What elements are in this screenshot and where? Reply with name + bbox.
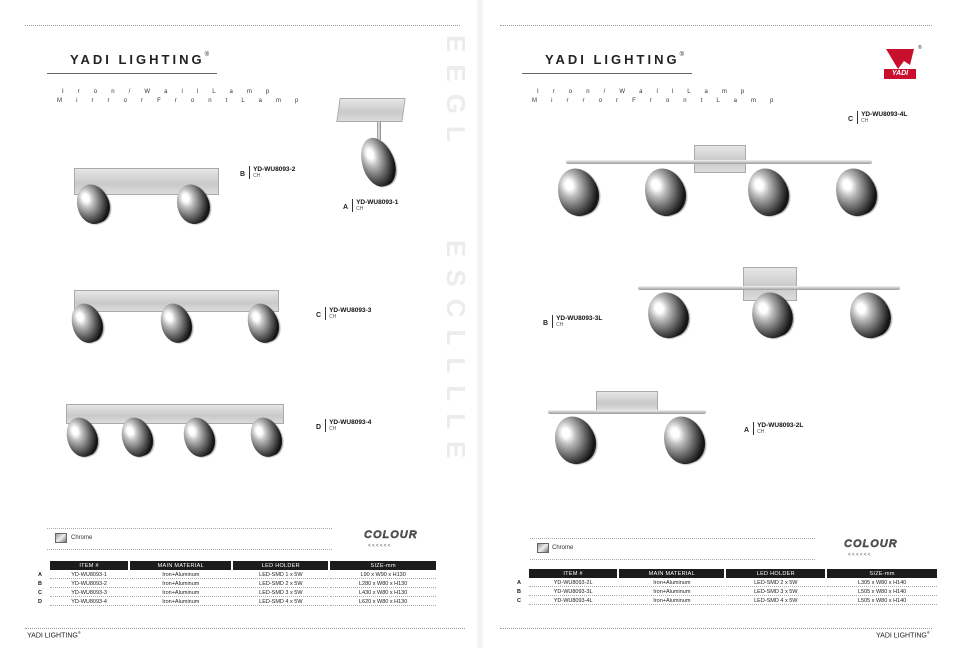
colour-row-right <box>530 538 815 560</box>
spec-header-size-right: SIZE-mm <box>827 569 937 578</box>
yadi-logo: YADI ® <box>880 45 922 85</box>
spec-table-left: ITEM # MAIN MATERIAL LED HOLDER SIZE-mm … <box>36 560 438 607</box>
product-a-letter: A <box>343 204 349 211</box>
table-row: A YD-WU8093-2L Iron+Aluminum LED-SMD 2 x… <box>517 579 937 587</box>
ghost-letters-bottom: ESCLLLLE <box>441 240 471 471</box>
table-row: A YD-WU8093-1 Iron+Aluminum LED-SMD 1 x … <box>38 571 436 579</box>
subtitle-line1-left: I r o n / W a l l L a m p <box>62 89 276 95</box>
colour-arrows-right: <<<<<< <box>848 552 872 558</box>
product-2l-lamp-2 <box>656 410 712 470</box>
spec-header-holder-right: LED HOLDER <box>726 569 826 578</box>
top-rule-right <box>500 25 932 26</box>
table-row: B YD-WU8093-3L Iron+Aluminum LED-SMD 3 x… <box>517 588 937 596</box>
logo-text: YADI <box>891 70 909 77</box>
chrome-swatch-label-left: Chrome <box>71 535 93 541</box>
colour-arrows-left: <<<<<< <box>368 543 392 549</box>
brand-rule-left <box>47 73 217 74</box>
spec-header-material-left: MAIN MATERIAL <box>130 561 232 570</box>
product-4l-lamp-2 <box>637 162 693 222</box>
chrome-swatch-left <box>55 533 67 543</box>
spec-header-item-left: ITEM # <box>50 561 129 570</box>
product-a-finish: CH <box>356 206 364 212</box>
product-4l-lamp-3 <box>740 162 796 222</box>
colour-title-right: COLOUR <box>844 538 898 550</box>
product-a-code: YD-WU8093-1 <box>356 199 399 206</box>
product-4l-plate <box>694 145 746 173</box>
table-row: C YD-WU8093-3 Iron+Aluminum LED-SMD 3 x … <box>38 589 436 597</box>
top-rule-left <box>25 25 460 26</box>
subtitle-line2-right: M i r r o r F r o n t L a m p <box>532 98 780 104</box>
product-3l-lamp-1 <box>641 286 695 344</box>
colour-row-left <box>47 528 332 550</box>
product-a-stem <box>377 122 381 140</box>
product-c-letter: C <box>316 312 322 319</box>
product-d-code: YD-WU8093-4 <box>329 419 372 426</box>
product-c-code: YD-WU8093-3 <box>329 307 372 314</box>
product-b-code: YD-WU8093-2 <box>253 166 296 173</box>
product-d-letter: D <box>316 424 322 431</box>
product-4l-code: YD-WU8093-4L <box>861 111 908 118</box>
subtitle-line1-right: I r o n / W a l l L a m p <box>537 89 751 95</box>
spec-table-right: ITEM # MAIN MATERIAL LED HOLDER SIZE-mm … <box>515 568 939 606</box>
product-d-plate <box>66 404 284 424</box>
product-b-finish: CH <box>253 173 261 179</box>
product-c-finish: CH <box>329 314 337 320</box>
brand-title-left: YADI LIGHTING® <box>70 52 210 67</box>
table-row: D YD-WU8093-4 Iron+Aluminum LED-SMD 4 x … <box>38 598 436 606</box>
product-3l-bar <box>638 286 900 290</box>
product-3l-code: YD-WU8093-3L <box>556 315 603 322</box>
spec-header-size-left: SIZE-mm <box>330 561 436 570</box>
brand-title-right: YADI LIGHTING® <box>545 52 685 67</box>
product-2l-lamp-1 <box>547 410 603 470</box>
colour-title-left: COLOUR <box>364 529 418 541</box>
yadi-logo-mark <box>884 49 916 79</box>
footer-rule-left <box>25 628 465 629</box>
product-4l-lamp-1 <box>550 162 606 222</box>
product-a-plate <box>336 98 406 122</box>
product-3l-lamp-3 <box>843 286 897 344</box>
spec-header-item-right: ITEM # <box>529 569 618 578</box>
product-2l-plate <box>596 391 658 411</box>
product-2l-bar <box>548 410 706 414</box>
brand-rule-right <box>522 73 692 74</box>
table-row: B YD-WU8093-2 Iron+Aluminum LED-SMD 2 x … <box>38 580 436 588</box>
footer-rule-right <box>500 628 932 629</box>
footer-brand-left: YADI LIGHTING® <box>27 630 81 640</box>
product-4l-lamp-4 <box>828 162 884 222</box>
table-row: C YD-WU8093-4L Iron+Aluminum LED-SMD 4 x… <box>517 597 937 605</box>
page-fold <box>475 0 485 648</box>
spec-header-holder-left: LED HOLDER <box>233 561 329 570</box>
subtitle-line2-left: M i r r o r F r o n t L a m p <box>57 98 305 104</box>
spec-header-material-right: MAIN MATERIAL <box>619 569 725 578</box>
product-4l-bar <box>566 160 872 164</box>
chrome-swatch-label-right: Chrome <box>552 545 574 551</box>
product-d-finish: CH <box>329 426 337 432</box>
footer-brand-right: YADI LIGHTING® <box>876 630 930 640</box>
product-a-lamp-head <box>354 133 402 191</box>
chrome-swatch-right <box>537 543 549 553</box>
product-b-letter: B <box>240 171 246 178</box>
ghost-letters-top: EEGL <box>441 35 471 154</box>
product-2l-code: YD-WU8093-2L <box>757 422 804 429</box>
